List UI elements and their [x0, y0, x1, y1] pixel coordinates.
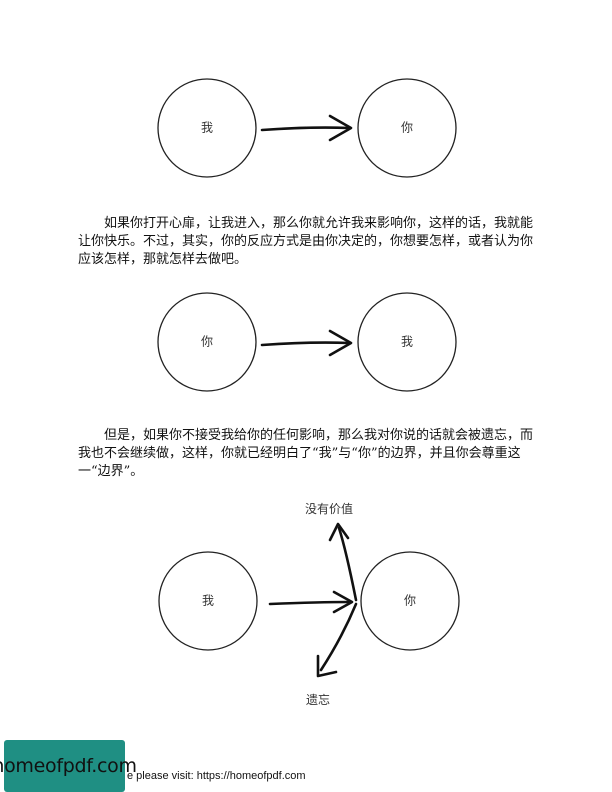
- node-circle-right: [357, 292, 457, 392]
- diagram-boundary-graphic: [158, 522, 460, 678]
- diagram-me-to-you-graphic: [157, 78, 457, 178]
- diagram-you-to-me-graphic: [157, 292, 457, 392]
- deflect-down-line: [319, 602, 358, 672]
- node-circle-right: [360, 551, 460, 651]
- arrow-line: [268, 600, 351, 606]
- label-forgotten: 遗忘: [306, 693, 331, 707]
- arrow-head: [332, 590, 354, 614]
- node-circle-left: [158, 551, 258, 651]
- deflect-up-line: [337, 526, 358, 602]
- arrow-head: [328, 329, 353, 357]
- arrow-line: [260, 341, 351, 347]
- node-circle-left: [157, 292, 257, 392]
- node-label-right: 我: [400, 334, 414, 349]
- deflect-down-head: [316, 654, 338, 678]
- node-label-right: 你: [400, 120, 414, 135]
- node-circle-right: [357, 78, 457, 178]
- paragraph-boundary: 但是，如果你不接受我给你的任何影响，那么我对你说的话就会被遗忘，而我也不会继续做…: [78, 428, 534, 479]
- arrow-head: [328, 114, 353, 142]
- diagram-me-to-you: 我 你: [0, 75, 612, 185]
- diagram-boundary: 我 你 没有价值 遗忘: [0, 500, 612, 715]
- node-label-right: 你: [403, 593, 417, 608]
- node-circle-left: [157, 78, 257, 178]
- deflect-up-head: [328, 522, 350, 542]
- node-label-left: 我: [200, 120, 214, 135]
- arrow-line: [260, 126, 351, 132]
- site-logo[interactable]: homeofpdf.com: [0, 740, 137, 792]
- paragraph-open-heart: 如果你打开心扉，让我进入，那么你就允许我来影响你，这样的话，我就能让你快乐。不过…: [78, 216, 534, 267]
- site-logo-text: homeofpdf.com: [0, 755, 137, 777]
- diagram-you-to-me: 你 我: [0, 290, 612, 400]
- node-label-left: 你: [200, 334, 214, 349]
- node-label-left: 我: [201, 593, 215, 608]
- label-no-value: 没有价值: [305, 502, 354, 516]
- footer-visit-link[interactable]: e please visit: https://homeofpdf.com: [127, 770, 306, 782]
